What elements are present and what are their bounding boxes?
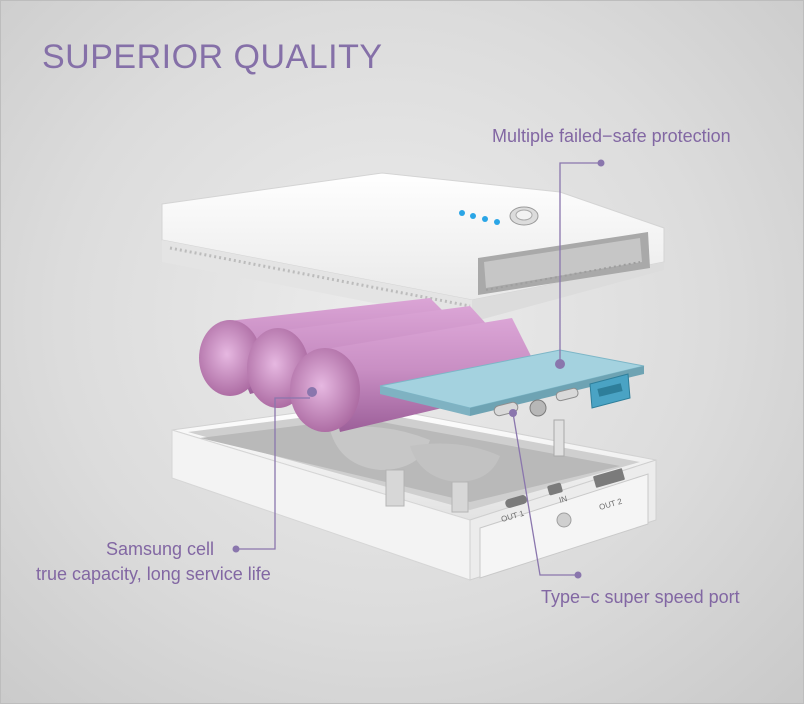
power-button — [509, 206, 539, 226]
callout-samsung-label: Samsung cell — [106, 539, 215, 559]
input-port — [547, 482, 572, 528]
callout-dot-typec — [574, 571, 582, 579]
callout-line-typec — [512, 412, 578, 576]
page-heading: SUPERIOR QUALITY — [42, 38, 383, 76]
output-port-1 — [505, 495, 528, 508]
output-port-2 — [593, 468, 625, 488]
led-indicators — [459, 210, 500, 225]
callout-dot-samsung — [232, 545, 240, 553]
port-label-in: IN — [558, 494, 568, 505]
callout-line-protection — [559, 162, 601, 362]
callout-typec-label: Type−c super speed port — [541, 587, 740, 607]
callout-dot-protection — [597, 159, 605, 167]
usb-a-port — [589, 373, 631, 409]
circuit-board — [379, 349, 645, 457]
bottom-case — [171, 403, 657, 581]
callout-line-samsung — [236, 397, 310, 550]
top-lid — [161, 172, 665, 322]
callout-protection-label: Multiple failed−safe protection — [492, 126, 731, 146]
callout-samsung-sublabel: true capacity, long service life — [36, 564, 271, 584]
battery-cells — [199, 298, 545, 432]
